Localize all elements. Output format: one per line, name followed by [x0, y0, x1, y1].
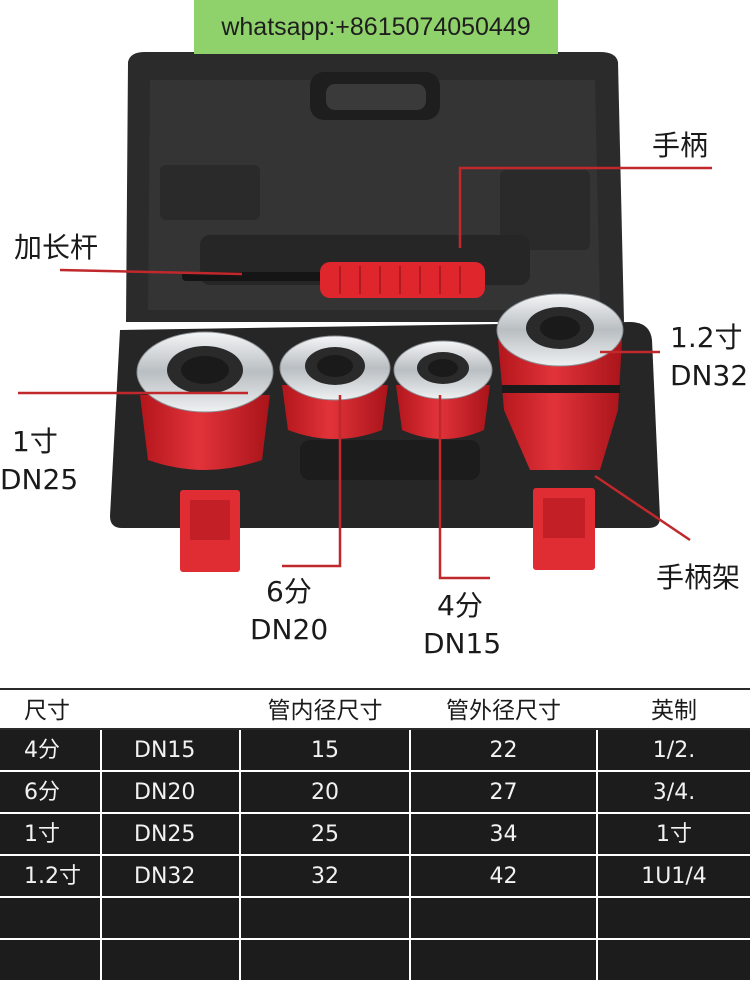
cell-imperial: 3/4.: [598, 772, 750, 812]
label-size-4-fen: 4分: [437, 589, 483, 622]
header-imperial: 英制: [651, 698, 697, 724]
contact-banner: whatsapp:+8615074050449: [194, 0, 558, 54]
contact-text: whatsapp:+8615074050449: [221, 12, 531, 41]
die-dn20: [279, 335, 391, 439]
size-spec-table: 尺寸 管内径尺寸 管外径尺寸 英制 4分 DN15 15 22 1/2. 6分 …: [0, 688, 750, 1000]
cell-dn: DN32: [102, 856, 239, 896]
cell-dn: [102, 898, 239, 938]
cell-dn: DN20: [102, 772, 239, 812]
cell-size: 4分: [0, 730, 100, 770]
label-handle: 手柄: [652, 129, 709, 162]
cell-imperial: 1U1/4: [598, 856, 750, 896]
cell-size: 1寸: [0, 814, 100, 854]
cell-imperial: 1/2.: [598, 730, 750, 770]
table-row: [0, 940, 750, 982]
label-size-1-2-cun: 1.2寸: [670, 321, 743, 354]
header-outer-diameter: 管外径尺寸: [446, 698, 561, 724]
cell-imperial: 1寸: [598, 814, 750, 854]
product-photo: [18, 52, 712, 580]
leader-lines: [18, 166, 712, 580]
cell-dn: [102, 940, 239, 980]
cell-outer: 27: [411, 772, 596, 812]
cell-inner: 32: [241, 856, 409, 896]
table-row: 1寸 DN25 25 34 1寸: [0, 814, 750, 856]
table-row: 6分 DN20 20 27 3/4.: [0, 772, 750, 814]
cell-outer: 34: [411, 814, 596, 854]
latch-right: [533, 488, 595, 570]
cell-size: [0, 940, 100, 980]
cell-size: 6分: [0, 772, 100, 812]
cell-dn: DN25: [102, 814, 239, 854]
cell-inner: [241, 940, 409, 980]
cell-outer: 22: [411, 730, 596, 770]
label-handle-holder: 手柄架: [656, 561, 741, 594]
cell-dn: DN15: [102, 730, 239, 770]
cell-inner: 15: [241, 730, 409, 770]
label-size-1-cun: 1寸: [12, 425, 58, 458]
cell-imperial: [598, 940, 750, 980]
header-size: 尺寸: [24, 698, 70, 724]
header-inner-diameter: 管内径尺寸: [267, 698, 383, 724]
cell-outer: [411, 898, 596, 938]
cell-inner: [241, 898, 409, 938]
latch-left: [180, 490, 240, 572]
label-dn32: DN32: [670, 359, 749, 392]
table-body: 4分 DN15 15 22 1/2. 6分 DN20 20 27 3/4. 1寸…: [0, 730, 750, 982]
cell-outer: 42: [411, 856, 596, 896]
cell-size: [0, 898, 100, 938]
header-blank: [102, 690, 239, 730]
label-extension-bar: 加长杆: [14, 231, 99, 264]
die-dn32: [496, 293, 624, 470]
cell-outer: [411, 940, 596, 980]
label-dn15: DN15: [423, 627, 502, 660]
label-size-6-fen: 6分: [266, 575, 312, 608]
label-dn25: DN25: [0, 463, 79, 496]
label-dn20: DN20: [250, 613, 329, 646]
die-dn25: [136, 331, 274, 470]
die-dn15: [393, 340, 493, 439]
table-row: 1.2寸 DN32 32 42 1U1/4: [0, 856, 750, 898]
cell-imperial: [598, 898, 750, 938]
table-row: [0, 898, 750, 940]
cell-inner: 25: [241, 814, 409, 854]
cell-size: 1.2寸: [0, 856, 100, 896]
table-row: 4分 DN15 15 22 1/2.: [0, 730, 750, 772]
extension-bar: [182, 262, 485, 298]
table-header: 尺寸 管内径尺寸 管外径尺寸 英制: [0, 688, 750, 730]
cell-inner: 20: [241, 772, 409, 812]
